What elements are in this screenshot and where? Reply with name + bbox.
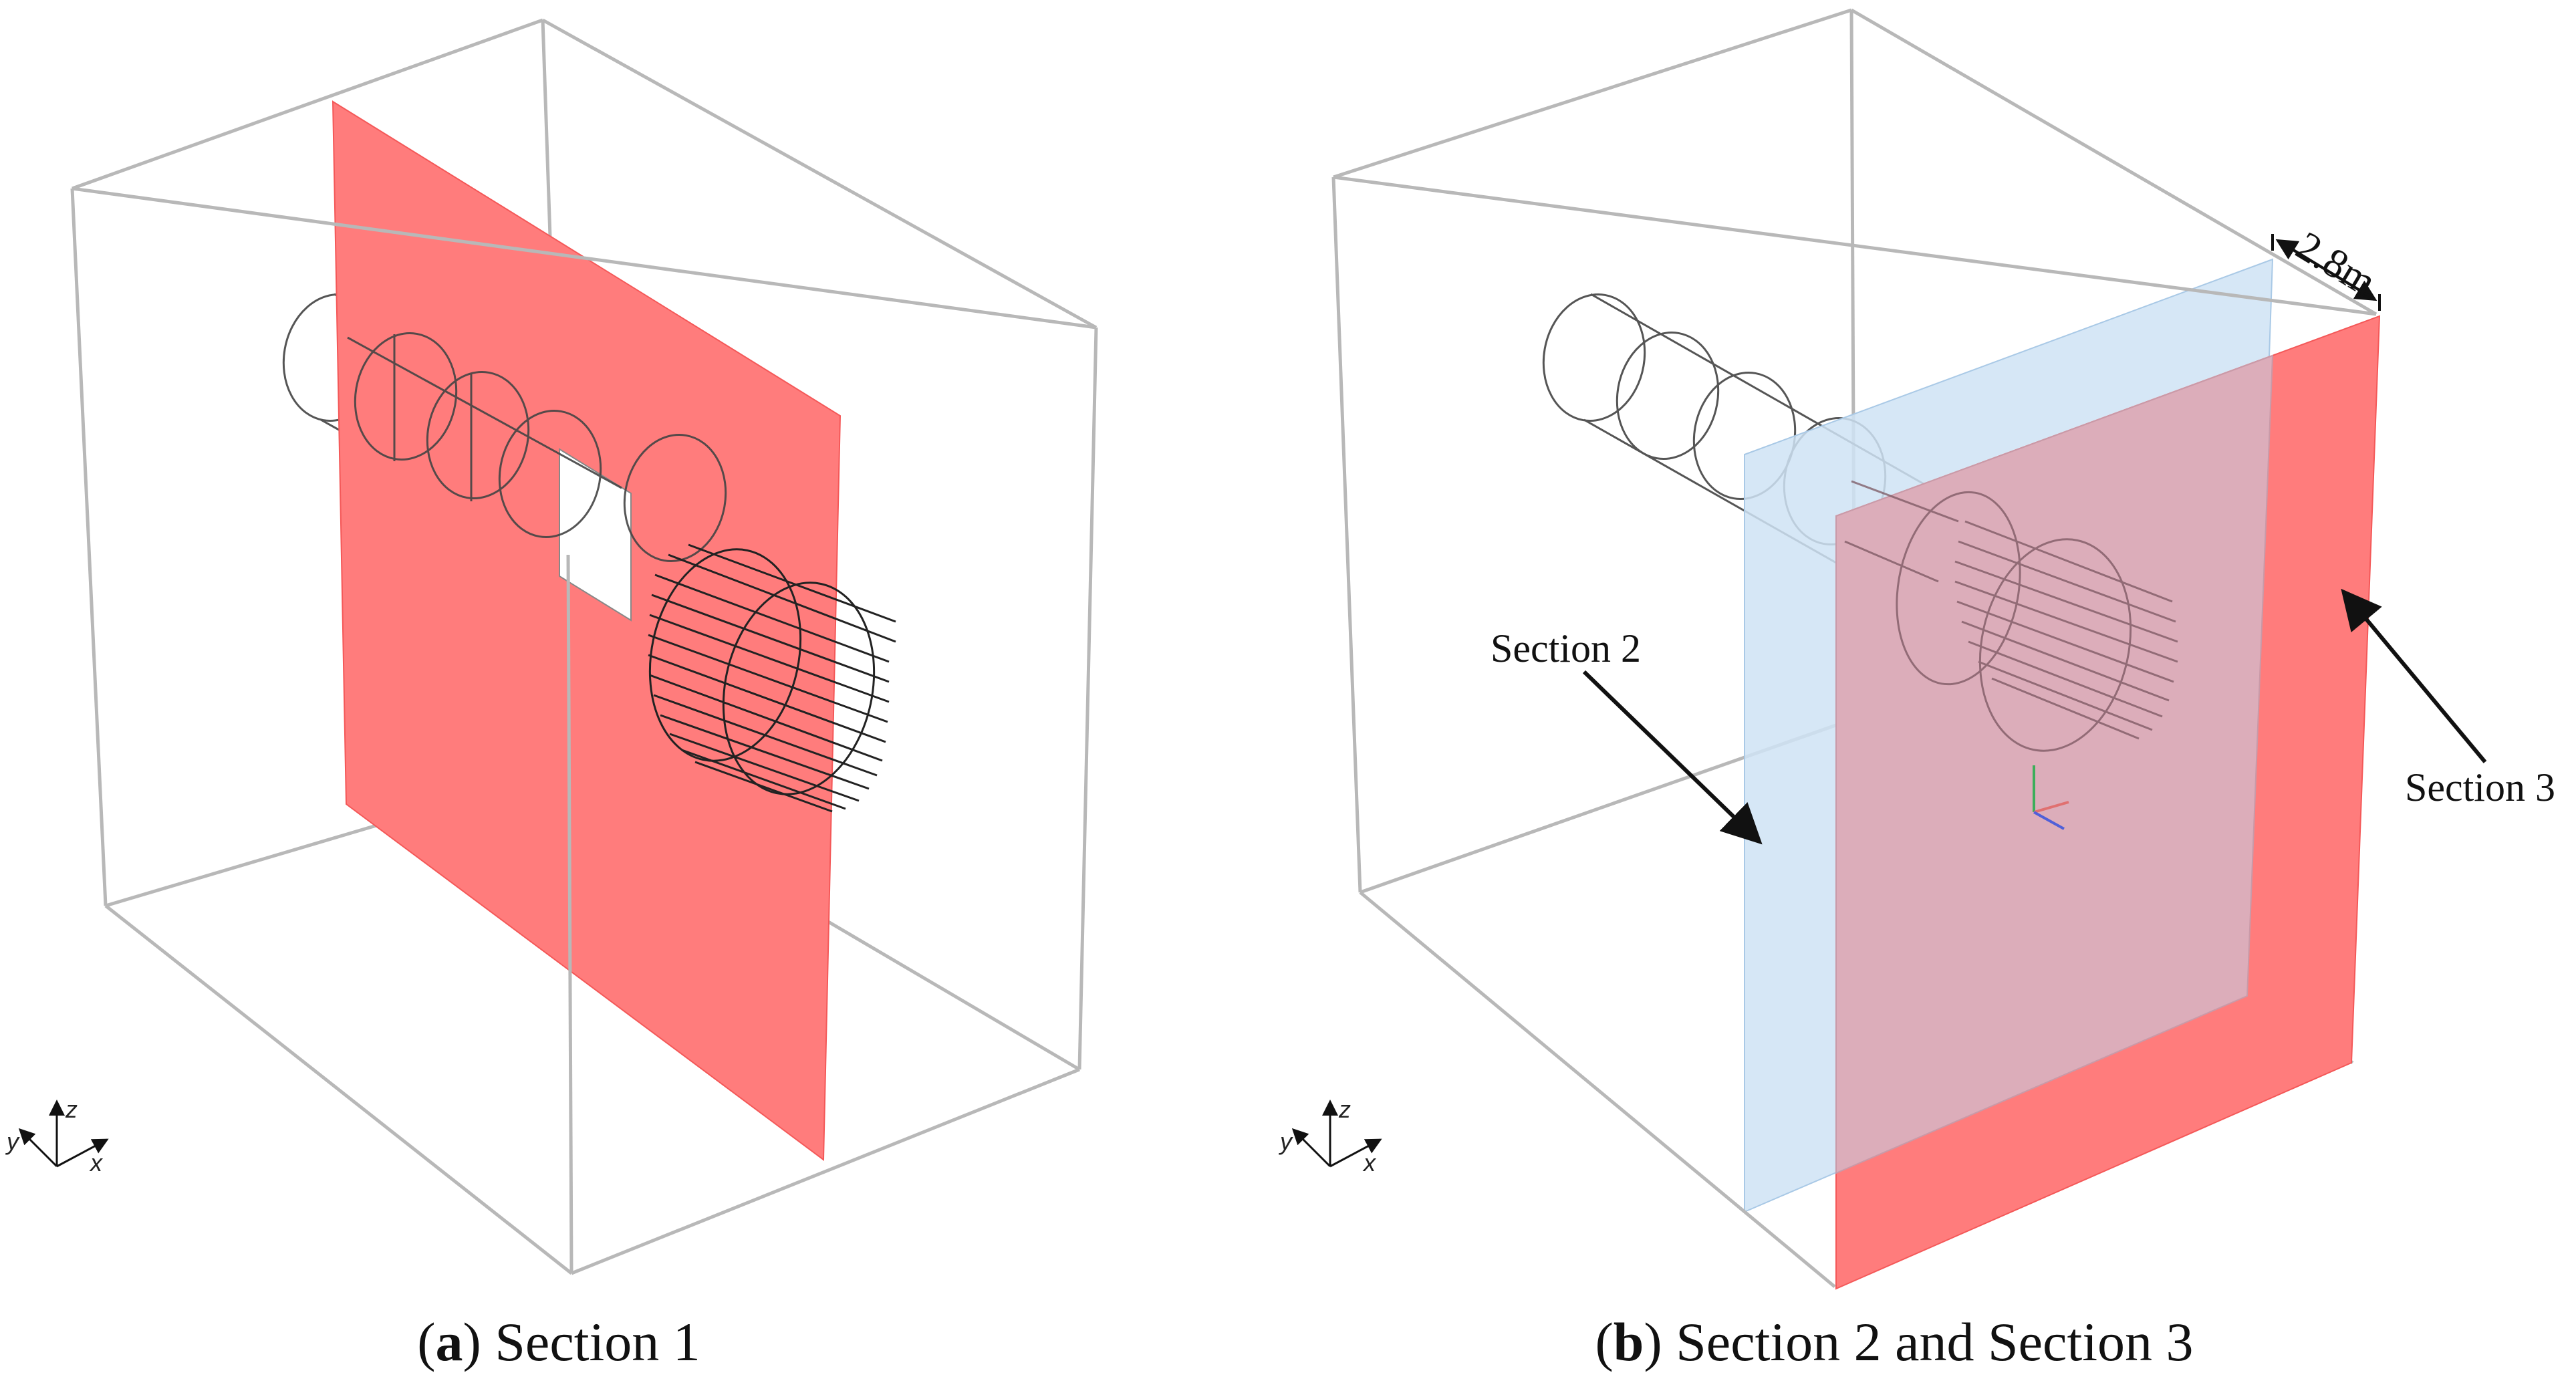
caption-b-text: Section 2 and Section 3 — [1676, 1311, 2194, 1372]
axis-label-z: z — [65, 1096, 78, 1123]
axis-label-x: x — [89, 1149, 104, 1176]
panel-a: z y x — [5, 18, 1098, 1275]
axis-label-y-b: y — [1278, 1128, 1293, 1155]
section-2-arrow — [1582, 670, 1763, 845]
axis-triad-a — [18, 1100, 109, 1168]
bounding-box-front-edges — [70, 186, 1098, 1275]
dimension-marker — [2271, 234, 2381, 311]
axis-label-x-b: x — [1362, 1149, 1377, 1176]
anchor-rod-bundle-b — [1844, 480, 2178, 752]
section-1-plane — [332, 100, 842, 1161]
caption-panel-b: (b) Section 2 and Section 3 — [1595, 1311, 2194, 1372]
section-2-label: Section 2 — [1491, 626, 1641, 670]
caption-panel-a: (a) Section 1 — [417, 1311, 700, 1372]
anchor-rod-bundle — [648, 543, 896, 813]
panel-b: 2.8m Section 2 Section 3 z y x — [1278, 8, 2555, 1290]
bounding-box-front-edges-b — [1331, 175, 2377, 1288]
dimension-label: 2.8m — [2289, 223, 2384, 305]
section-3-label: Section 3 — [2405, 765, 2555, 809]
caption-b-letter: b — [1613, 1311, 1644, 1372]
section-overlap-region — [1835, 354, 2274, 1174]
axis-label-z-b: z — [1338, 1096, 1351, 1123]
axis-label-y: y — [5, 1128, 20, 1155]
caption-a-letter: a — [435, 1311, 463, 1372]
axis-triad-b — [1291, 1100, 1382, 1168]
section-3-arrow — [2341, 588, 2487, 763]
tunnel-cylinder-front — [347, 332, 727, 562]
caption-a-text: Section 1 — [495, 1311, 700, 1372]
center-axis-glyph — [2033, 765, 2069, 830]
